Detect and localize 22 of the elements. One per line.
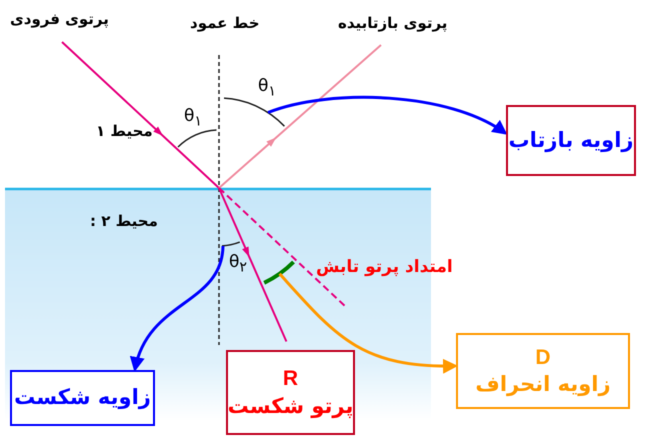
curved-arrow <box>268 96 508 135</box>
curved-arrow <box>131 246 224 372</box>
ray-label: پرتوی بازتابیده <box>338 14 448 32</box>
curved-arrow <box>278 272 458 374</box>
callout-frame <box>226 350 355 435</box>
box-label: زاویه شکست <box>14 384 151 412</box>
callout-frame <box>10 370 155 426</box>
box-label: پرتو شکست <box>228 392 354 420</box>
angle-arc <box>222 241 240 247</box>
box-label: زاویه بازتاب <box>508 126 634 154</box>
normal-label: خط عمود <box>190 14 260 32</box>
medium-label: محیط ۲ : <box>90 212 158 230</box>
extension-label: امتداد پرتو تابش <box>316 257 453 278</box>
box-label: زاویه انحراف <box>475 371 611 398</box>
callout-frame <box>506 105 636 176</box>
letter-symbol: D <box>535 344 551 371</box>
medium-label: محیط ۱ <box>96 122 153 140</box>
ray-label: پرتوی فرودی <box>10 10 109 28</box>
angle-arc <box>224 97 285 127</box>
letter-symbol: R <box>282 366 298 392</box>
angle-arc <box>263 260 295 285</box>
callout-frame <box>456 333 630 409</box>
